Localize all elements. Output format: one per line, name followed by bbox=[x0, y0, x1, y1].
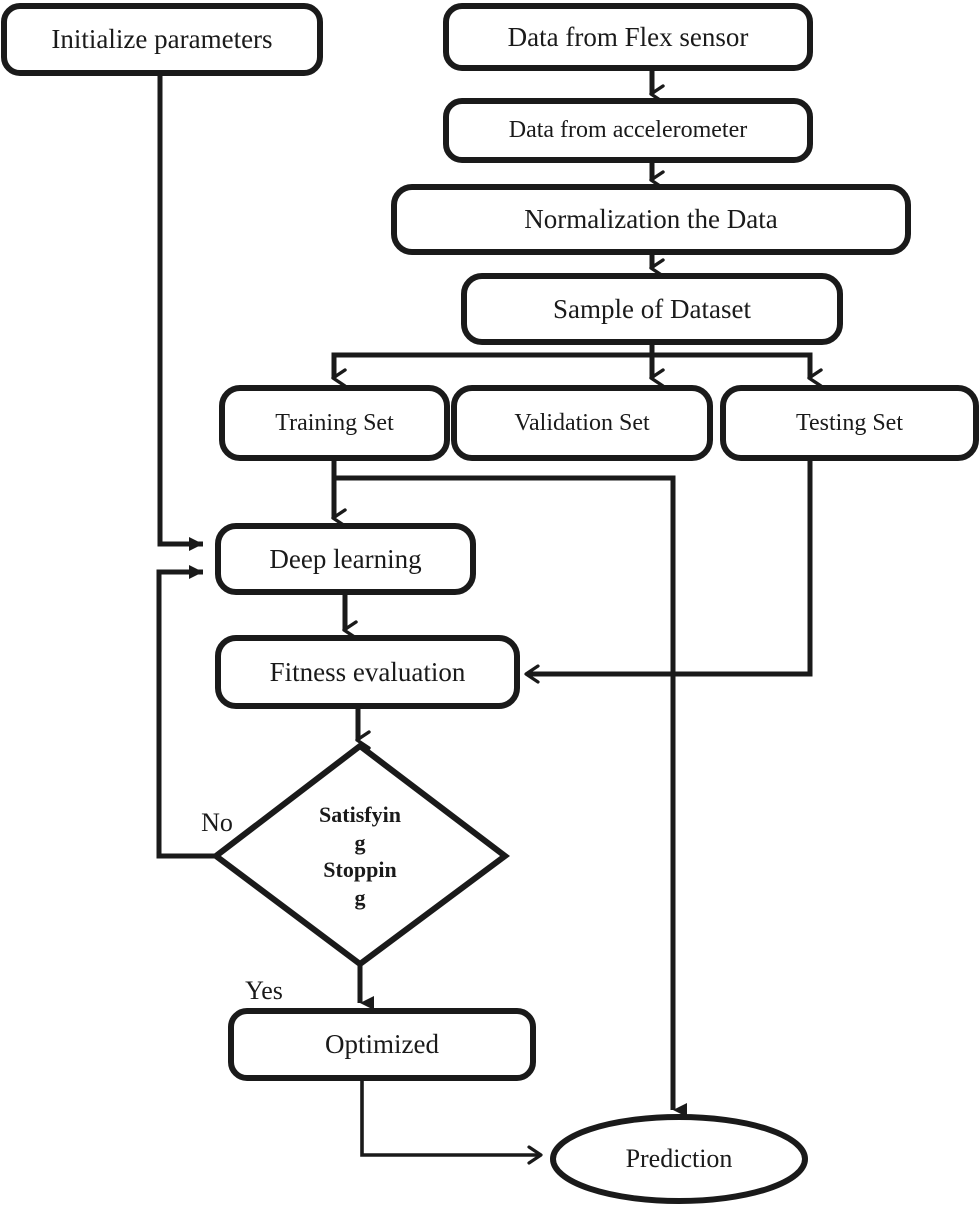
node-shape-data-flex-sensor bbox=[443, 3, 813, 71]
edge-sample-to-training bbox=[331, 342, 655, 388]
edge-testing-to-fitness bbox=[524, 458, 813, 684]
node-shape-validation-set bbox=[451, 385, 713, 461]
node-shape-decision bbox=[211, 742, 510, 968]
edge-training-branch-right bbox=[334, 475, 687, 1117]
node-shape-testing-set bbox=[720, 385, 979, 461]
node-shape-fitness-evaluation bbox=[215, 635, 520, 709]
edge-decision-no-to-deep-learning bbox=[156, 565, 216, 859]
node-shape-normalization bbox=[391, 184, 911, 255]
node-shape-optimized bbox=[228, 1008, 536, 1081]
node-shape-prediction bbox=[550, 1114, 808, 1204]
node-shape-data-accelerometer bbox=[443, 98, 813, 163]
edge-sample-to-testing bbox=[652, 352, 823, 388]
edge-initialize-to-deep-learning bbox=[157, 73, 203, 551]
node-shape-training-set bbox=[219, 385, 450, 461]
node-shape-initialize-parameters bbox=[1, 3, 323, 76]
node-shape-deep-learning bbox=[215, 523, 476, 595]
edge-optimized-to-prediction bbox=[360, 1078, 543, 1165]
node-shape-sample-dataset bbox=[461, 273, 843, 345]
